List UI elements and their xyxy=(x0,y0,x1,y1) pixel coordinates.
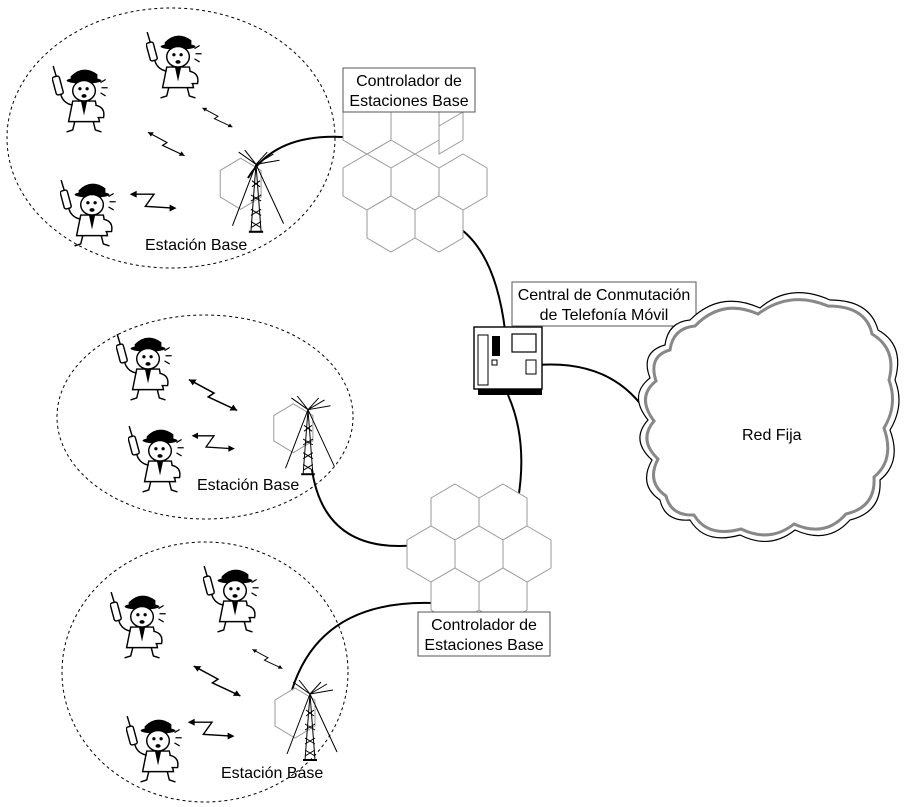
switching-center-icon xyxy=(473,326,543,395)
bsc-honeycomb-bottom xyxy=(406,483,552,625)
antenna-tower-icon xyxy=(273,680,339,762)
antenna-tower-icon xyxy=(219,150,285,233)
mobile-user-icon xyxy=(126,715,183,783)
radio-link-icon xyxy=(186,717,236,741)
svg-text:Controlador de: Controlador de xyxy=(431,617,537,634)
link-msc-bsc2 xyxy=(507,394,523,501)
mobile-user-icon xyxy=(116,333,173,401)
bsc-honeycomb-top xyxy=(342,97,488,253)
bsc-bottom-label: Controlador de Estaciones Base xyxy=(417,611,551,657)
cell-coverage-2 xyxy=(56,314,354,520)
base-station-label-1: Estación Base xyxy=(145,237,247,254)
svg-text:Estaciones Base: Estaciones Base xyxy=(424,637,543,654)
cell-coverage-3 xyxy=(61,541,349,803)
radio-link-icon xyxy=(251,648,284,670)
cell-coverage-1 xyxy=(6,7,336,269)
radio-link-icon xyxy=(188,378,238,412)
radio-link-icon xyxy=(190,431,236,453)
mobile-user-icon xyxy=(146,31,203,99)
mobile-user-icon xyxy=(52,65,109,133)
mobile-user-icon xyxy=(128,425,185,493)
antenna-tower-icon xyxy=(272,396,336,476)
radio-link-icon xyxy=(147,131,186,157)
base-station-label-2: Estación Base xyxy=(197,477,299,494)
fixed-network-label: Red Fija xyxy=(742,427,802,444)
base-station-label-3: Estación Base xyxy=(221,765,323,782)
link-bts2-bsc2 xyxy=(311,469,419,547)
link-bsc-msc xyxy=(454,224,506,331)
link-msc-cloud xyxy=(537,363,646,411)
radio-link-icon xyxy=(192,665,242,697)
radio-link-icon xyxy=(201,107,234,128)
network-cloud-icon xyxy=(637,292,900,542)
mobile-user-icon xyxy=(110,591,167,659)
radio-link-icon xyxy=(128,189,178,213)
mobile-user-icon xyxy=(203,565,260,633)
svg-text:Estaciones Base: Estaciones Base xyxy=(349,93,468,110)
svg-text:Controlador de: Controlador de xyxy=(356,73,462,90)
svg-text:de Telefonía Móvil: de Telefonía Móvil xyxy=(540,307,669,324)
msc-label: Central de Conmutación de Telefonía Móvi… xyxy=(511,281,697,327)
svg-text:Central de Conmutación: Central de Conmutación xyxy=(518,287,691,304)
link-bts3-bsc2 xyxy=(291,601,433,691)
cloud-shading xyxy=(644,298,895,537)
bsc-top-label: Controlador de Estaciones Base xyxy=(342,67,476,113)
mobile-user-icon xyxy=(60,179,117,247)
